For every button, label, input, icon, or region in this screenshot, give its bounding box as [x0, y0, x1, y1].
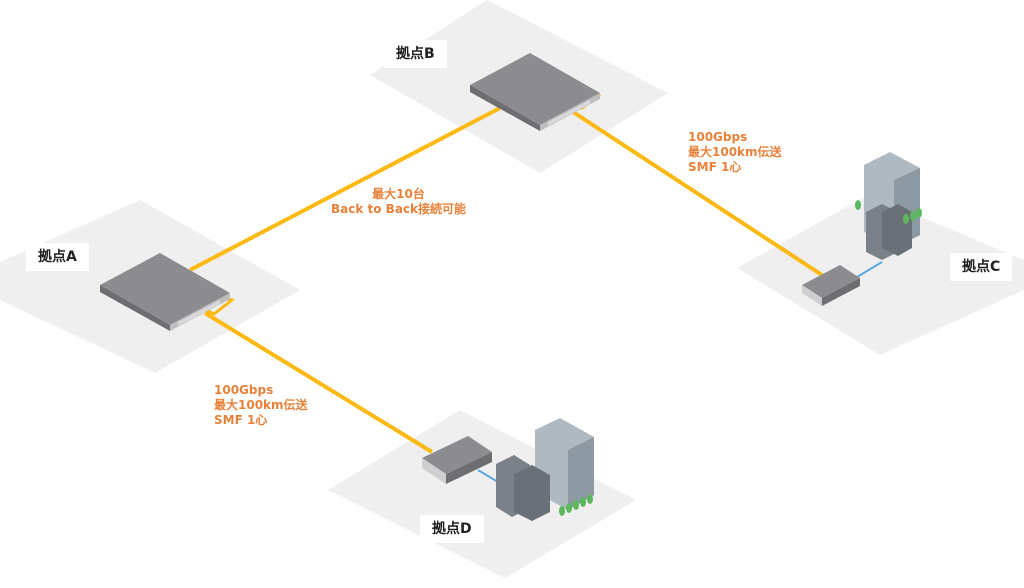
switch-device-icon: [470, 53, 600, 131]
note-backbone: 最大10台 Back to Back接続可能: [331, 187, 466, 217]
note-line: Back to Back接続可能: [331, 202, 467, 216]
media-converter-icon: [422, 436, 492, 484]
lan-link-d: [477, 469, 499, 483]
site-platform-d: [328, 410, 636, 578]
fiber-link-a-b: [189, 106, 501, 272]
note-line: 最大10台: [372, 187, 425, 201]
tree-icon: [559, 494, 593, 516]
site-label-b: 拠点B: [384, 40, 447, 68]
site-label-d: 拠点D: [420, 515, 484, 543]
media-converter-icon: [802, 265, 860, 306]
site-platform-c: [737, 195, 1024, 355]
server-rack-icon: [496, 455, 550, 521]
note-line: 最大100km伝送: [214, 398, 308, 412]
note-link-ad: 100Gbps 最大100km伝送 SMF 1心: [214, 383, 308, 428]
note-line: 100Gbps: [214, 383, 274, 397]
fiber-link-b-c: [568, 108, 824, 277]
tree-icon: [855, 200, 922, 224]
note-line: SMF 1心: [688, 160, 742, 174]
fiber-link-a-d: [203, 311, 434, 454]
server-rack-icon: [866, 204, 912, 260]
note-line: SMF 1心: [214, 413, 268, 427]
switch-device-icon: [100, 253, 230, 331]
site-label-c: 拠点C: [950, 253, 1013, 281]
note-line: 100Gbps: [688, 130, 748, 144]
note-line: 最大100km伝送: [688, 145, 782, 159]
site-label-a: 拠点A: [26, 243, 89, 271]
note-link-bc: 100Gbps 最大100km伝送 SMF 1心: [688, 130, 782, 175]
